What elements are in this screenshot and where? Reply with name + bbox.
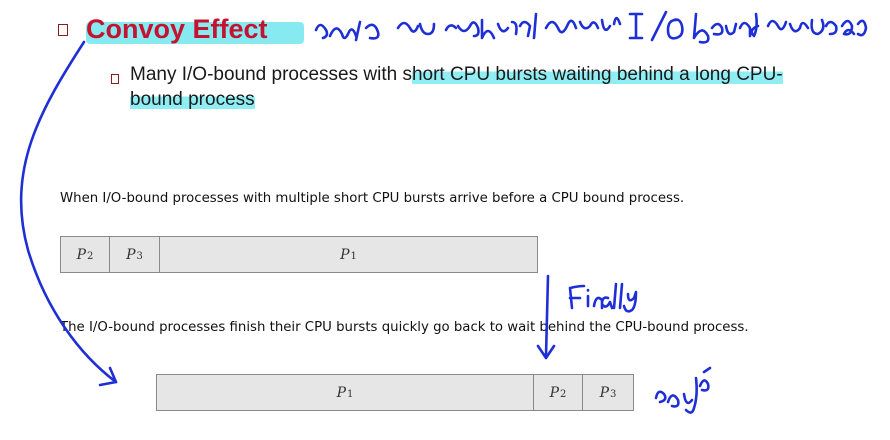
ink-arrow-finally	[536, 274, 556, 360]
handwriting-side-note	[654, 366, 712, 414]
caption-top: When I/O-bound processes with multiple s…	[60, 191, 685, 206]
sub-bullet-icon	[110, 72, 122, 86]
bullet-text: Many I/O-bound processes with short CPU …	[130, 62, 830, 112]
handwriting-title-note	[314, 10, 868, 44]
handwriting-finally	[568, 282, 638, 313]
caption-bottom: The I/O-bound processes finish their CPU…	[60, 320, 749, 335]
title-bullet-icon	[56, 18, 72, 40]
title-block: Convoy Effect	[86, 14, 304, 45]
slide-title: Convoy Effect	[86, 14, 268, 44]
bullet-text-plain: Many I/O-bound processes with s	[130, 64, 412, 85]
title-highlight	[86, 22, 304, 44]
ink-arrow-head	[98, 366, 118, 387]
